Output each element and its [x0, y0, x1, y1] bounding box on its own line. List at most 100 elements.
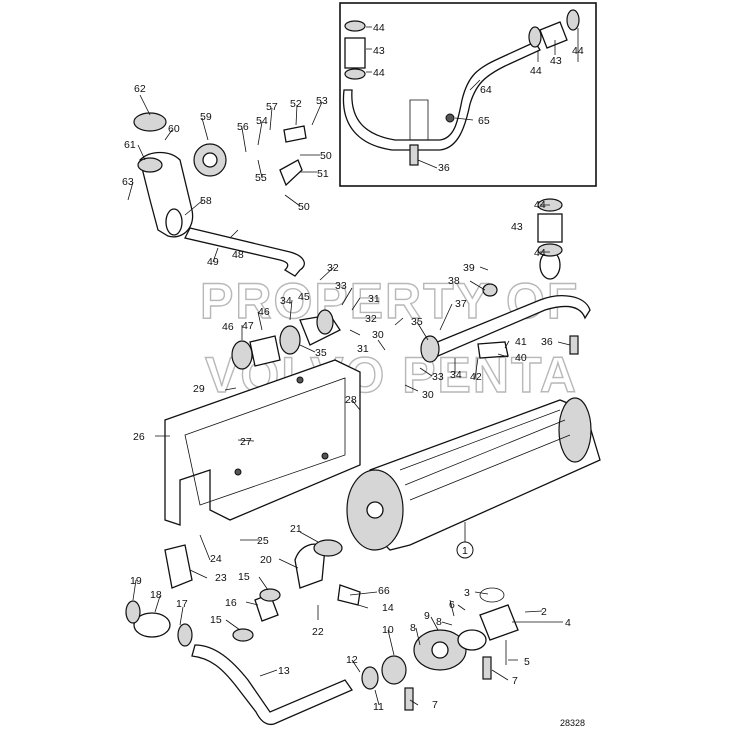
hose-51 [279, 159, 303, 187]
label-54: 54 [256, 115, 268, 127]
label-27: 27 [240, 436, 252, 448]
sleeve-47 [249, 335, 281, 367]
label-33-right: 33 [432, 371, 444, 383]
label-25: 25 [257, 535, 269, 547]
inset-frame [339, 2, 597, 187]
label-60: 60 [168, 123, 180, 135]
nipple-7-right [482, 656, 492, 680]
label-22: 22 [312, 626, 324, 638]
label-8-a: 8 [410, 622, 416, 634]
label-26: 26 [133, 431, 145, 443]
label-39: 39 [463, 262, 475, 274]
inset-clamp-44-right-a [528, 26, 542, 48]
label-65: 65 [478, 115, 490, 127]
label-63: 63 [122, 176, 134, 188]
frame-hole-3 [321, 452, 329, 460]
label-46-a: 46 [258, 306, 270, 318]
label-40: 40 [515, 352, 527, 364]
label-15-b: 15 [210, 614, 222, 626]
label-28: 28 [345, 394, 357, 406]
label-50-b: 50 [298, 201, 310, 213]
label-50-a: 50 [320, 150, 332, 162]
label-36-inset: 36 [438, 162, 450, 174]
label-62: 62 [134, 83, 146, 95]
exhaust-components [125, 112, 601, 726]
pump-9-hub [431, 641, 449, 659]
label-21: 21 [290, 523, 302, 535]
label-43-right: 43 [511, 221, 523, 233]
label-5: 5 [524, 656, 530, 668]
cap-seal-61 [137, 157, 163, 173]
inset-stud-36 [409, 144, 419, 166]
label-1: 1 [462, 545, 468, 557]
label-56: 56 [237, 121, 249, 133]
label-31-right: 31 [357, 343, 369, 355]
label-19: 19 [130, 575, 142, 587]
oring-3 [479, 587, 505, 603]
label-11: 11 [373, 701, 384, 713]
inset-detail [339, 2, 597, 187]
label-59: 59 [200, 111, 212, 123]
callout-circle-1 [456, 541, 474, 559]
label-51: 51 [317, 168, 329, 180]
label-20: 20 [260, 554, 272, 566]
muffler-18 [133, 612, 171, 638]
label-32-left: 32 [327, 262, 339, 274]
frame-hole-2 [296, 376, 304, 384]
figure-reference-number: 28328 [560, 718, 585, 728]
bracket-66 [337, 584, 361, 606]
label-6: 6 [449, 599, 455, 611]
label-31-left: 31 [368, 293, 380, 305]
pump-cover-10 [381, 655, 407, 685]
label-10: 10 [382, 624, 394, 636]
label-13: 13 [278, 665, 290, 677]
label-12: 12 [346, 654, 358, 666]
label-33-left: 33 [335, 280, 347, 292]
inset-screw-65 [445, 113, 455, 123]
heat-exchanger-rear-cover [558, 397, 592, 463]
label-66: 66 [378, 585, 390, 597]
thermostat-center [202, 152, 218, 168]
clamp-35-left [316, 309, 334, 335]
label-30-right: 30 [422, 389, 434, 401]
label-34-right: 34 [450, 369, 462, 381]
label-35-left: 35 [315, 347, 327, 359]
label-7-lower: 7 [432, 699, 438, 711]
heat-exchanger-outlet [366, 501, 384, 519]
hose-58 [165, 208, 183, 236]
label-9: 9 [424, 610, 430, 622]
clamp-19 [125, 600, 141, 624]
pipe-37 [428, 295, 591, 357]
label-43-inset-b: 43 [550, 55, 562, 67]
frame-hole-1 [234, 468, 242, 476]
leader-lines [127, 26, 579, 706]
pipe-48 [184, 227, 305, 277]
label-52: 52 [290, 98, 302, 110]
elbow-20 [294, 543, 326, 589]
clamp-46-left [231, 340, 253, 370]
label-44-inset-a: 44 [373, 22, 385, 34]
inset-clamp-44-right-b [566, 9, 580, 31]
inset-pipe-64 [342, 41, 541, 151]
label-49: 49 [207, 256, 219, 268]
label-35-right: 35 [411, 316, 423, 328]
fitting-52 [283, 125, 307, 143]
label-58: 58 [200, 195, 212, 207]
label-30-left: 30 [372, 329, 384, 341]
label-64: 64 [480, 84, 492, 96]
label-57: 57 [266, 101, 278, 113]
inset-bracket [409, 99, 429, 141]
label-42: 42 [470, 371, 482, 383]
label-44-inset-b: 44 [373, 67, 385, 79]
label-44-right-b: 44 [534, 247, 546, 259]
label-24: 24 [210, 553, 222, 565]
label-17: 17 [176, 598, 188, 610]
label-44-inset-d: 44 [572, 45, 584, 57]
nipple-7-lower [404, 687, 414, 711]
label-8-b: 8 [436, 616, 442, 628]
cover-2 [479, 604, 519, 641]
label-44-right-a: 44 [534, 199, 546, 211]
label-7-right: 7 [512, 675, 518, 687]
label-44-inset-c: 44 [530, 65, 542, 77]
sleeve-43-right-body [537, 213, 563, 243]
